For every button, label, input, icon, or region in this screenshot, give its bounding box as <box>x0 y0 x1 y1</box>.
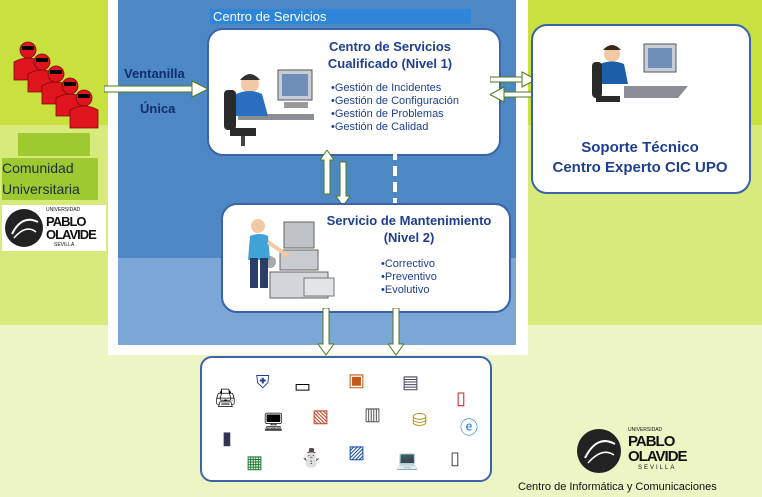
window-label-line1: Ventanilla <box>124 66 185 81</box>
arrow-to-level1 <box>104 80 210 98</box>
level1-item: •Gestión de Problemas <box>331 108 444 120</box>
phone-icon: ▯ <box>450 448 460 468</box>
linux-icon: ⛄ <box>300 448 323 468</box>
window-label-line2: Única <box>140 101 176 116</box>
arrow-level1-devices <box>388 308 404 356</box>
services-panel-title: Centro de Servicios <box>210 9 471 24</box>
footer-logo-line4: SEVILLA <box>638 465 677 471</box>
shield-icon: ⛨ <box>256 372 270 392</box>
upo-seal-icon <box>5 209 43 247</box>
printer-icon: 🖨 <box>214 388 237 408</box>
level1-item: •Gestión de Configuración <box>331 95 459 107</box>
support-line2: Centro Experto CIC UPO <box>552 159 728 176</box>
users-group-icon <box>13 41 99 129</box>
support-title: Soporte Técnico Centro Experto CIC UPO <box>533 138 747 178</box>
footer-logo-line2: PABLO <box>628 433 675 450</box>
dashed-connector-upper <box>393 150 397 206</box>
arrows-level1-level2 <box>320 150 350 206</box>
maintenance-technician-icon <box>248 219 335 299</box>
level1-item: •Gestión de Incidentes <box>331 82 442 94</box>
laptop-icon: 💻 <box>396 450 419 470</box>
database-icon: ⛁ <box>412 410 428 430</box>
community-label: Comunidad Universitaria <box>2 158 98 200</box>
level2-list: •Correctivo •Preventivo •Evolutivo <box>381 258 437 297</box>
computer-icon: 🖥 <box>262 412 285 432</box>
internet-icon: ⓔ <box>460 418 478 438</box>
logo-line3: OLAVIDE <box>46 227 97 242</box>
pda-icon: ▮ <box>222 428 232 448</box>
logo-line1: UNIVERSIDAD <box>46 207 81 213</box>
pdf-icon: ▯ <box>456 388 466 408</box>
upo-seal-footer-icon <box>577 429 621 473</box>
upo-logo: UNIVERSIDAD PABLO OLAVIDE SEVILLA <box>2 205 106 251</box>
spreadsheet-icon: ▦ <box>246 452 264 472</box>
level2-item: •Preventivo <box>381 271 437 283</box>
arrow-level2-devices <box>318 308 334 356</box>
level1-title: Centro de Servicios Cualificado (Nivel 1… <box>300 38 480 72</box>
footer-text: Centro de Informática y Comunicaciones <box>518 481 717 493</box>
switch-icon: ▤ <box>402 372 420 392</box>
scanner-icon: ▭ <box>294 376 312 396</box>
window-icon: ▣ <box>348 370 366 390</box>
word-icon: ▨ <box>348 442 366 462</box>
level1-title-line1: Centro de Servicios <box>328 39 452 54</box>
upo-logo-footer: UNIVERSIDAD PABLO OLAVIDE SEVILLA <box>576 426 698 476</box>
level2-item: •Evolutivo <box>381 284 430 296</box>
level2-title: Servicio de Mantenimiento (Nivel 2) <box>312 212 506 246</box>
level1-list: •Gestión de Incidentes •Gestión de Confi… <box>331 82 459 134</box>
community-line2: Universitaria <box>2 181 80 197</box>
level1-item: •Gestión de Calidad <box>331 121 429 133</box>
document-icon: ▧ <box>312 406 330 426</box>
community-label-bar <box>18 133 90 156</box>
level2-item: •Correctivo <box>381 258 435 270</box>
level1-title-line2: Cualificado (Nivel 1) <box>327 56 453 71</box>
footer-logo-line3: OLAVIDE <box>628 448 688 465</box>
level2-title-line2: (Nivel 2) <box>383 230 435 245</box>
server-icon: ▥ <box>364 404 382 424</box>
logo-line2: PABLO <box>46 214 87 229</box>
community-line1: Comunidad <box>2 160 74 176</box>
logo-line4: SEVILLA <box>54 242 75 248</box>
support-box <box>531 24 751 194</box>
level2-title-line1: Servicio de Mantenimiento <box>326 213 492 228</box>
support-operator-icon <box>592 43 688 102</box>
devices-box <box>200 356 492 482</box>
support-line1: Soporte Técnico <box>581 139 699 156</box>
helpdesk-operator-icon <box>224 69 314 146</box>
footer-logo-line1: UNIVERSIDAD <box>628 427 663 433</box>
